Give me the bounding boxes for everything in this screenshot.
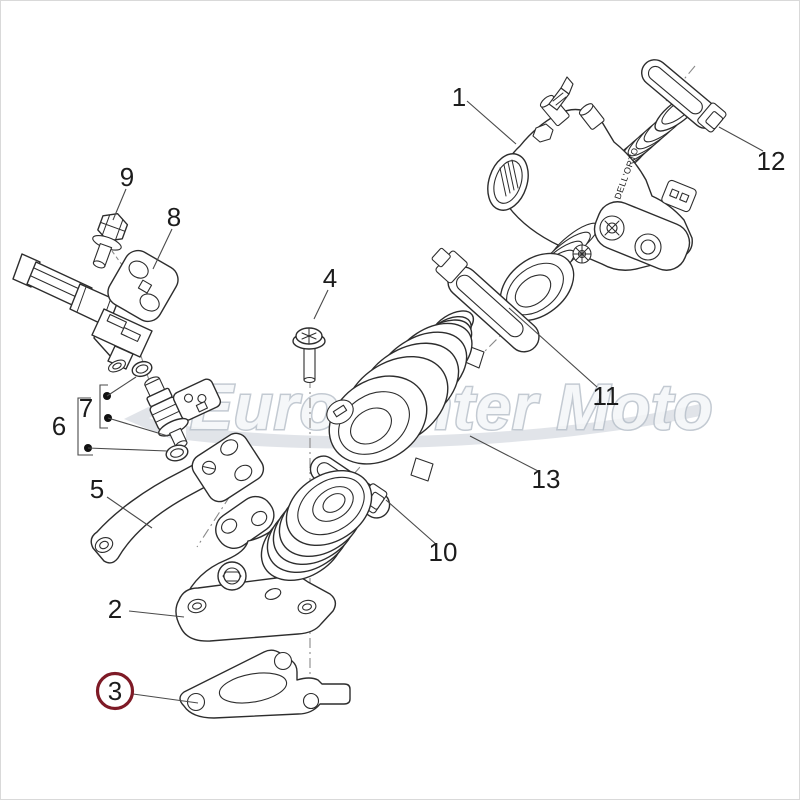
part-throttle-body: DELL'ORTO — [487, 76, 702, 322]
sensor-port — [578, 103, 605, 130]
part-intake-joint — [326, 310, 485, 482]
throttle-bore — [487, 153, 529, 211]
part-intake-manifold — [175, 469, 373, 642]
part-hex-bolt — [92, 212, 129, 269]
leader-lines — [77, 100, 764, 704]
injector-connector — [172, 378, 222, 421]
watermark-swoosh-band — [186, 404, 700, 449]
manifold-base-flange — [175, 575, 337, 642]
highlight-ring — [95, 671, 135, 711]
hex-fitting — [532, 123, 554, 143]
callout-10[interactable]: 10 — [429, 537, 458, 567]
part-hose-clamp-upper — [641, 59, 727, 133]
part-support-bracket — [90, 432, 265, 564]
bracket-7 — [99, 384, 108, 429]
callouts: 1 2 3 4 5 6 7 8 9 10 11 12 13 — [52, 82, 786, 711]
manifold-inlet-port — [260, 469, 373, 582]
manifold-top-plate — [215, 495, 275, 549]
tps-housing — [593, 179, 697, 271]
callout-13[interactable]: 13 — [532, 464, 561, 494]
bracket-plate — [107, 249, 179, 323]
part-hose-clamp-large — [431, 247, 540, 353]
callout-12[interactable]: 12 — [757, 146, 786, 176]
part-screw — [292, 327, 326, 384]
bracket-6 — [77, 397, 93, 456]
part-gasket — [179, 649, 351, 719]
star-wheel — [572, 244, 592, 264]
part-injector-assembly — [131, 360, 222, 462]
callout-1[interactable]: 1 — [452, 82, 466, 112]
callout-8[interactable]: 8 — [167, 202, 181, 232]
callout-9[interactable]: 9 — [120, 162, 134, 192]
callout-2[interactable]: 2 — [108, 594, 122, 624]
throttle-stop-screw — [548, 76, 574, 111]
part-pipe-bracket — [12, 249, 179, 373]
callout-11[interactable]: 11 — [593, 381, 620, 411]
callout-7[interactable]: 7 — [79, 393, 93, 423]
fuel-injector — [144, 376, 222, 449]
callout-4[interactable]: 4 — [323, 263, 337, 293]
gasket-center-opening — [218, 672, 288, 704]
throttle-outlet — [499, 222, 599, 322]
callout-5[interactable]: 5 — [90, 474, 104, 504]
callout-3[interactable]: 3 — [108, 676, 122, 706]
callout-6[interactable]: 6 — [52, 411, 66, 441]
